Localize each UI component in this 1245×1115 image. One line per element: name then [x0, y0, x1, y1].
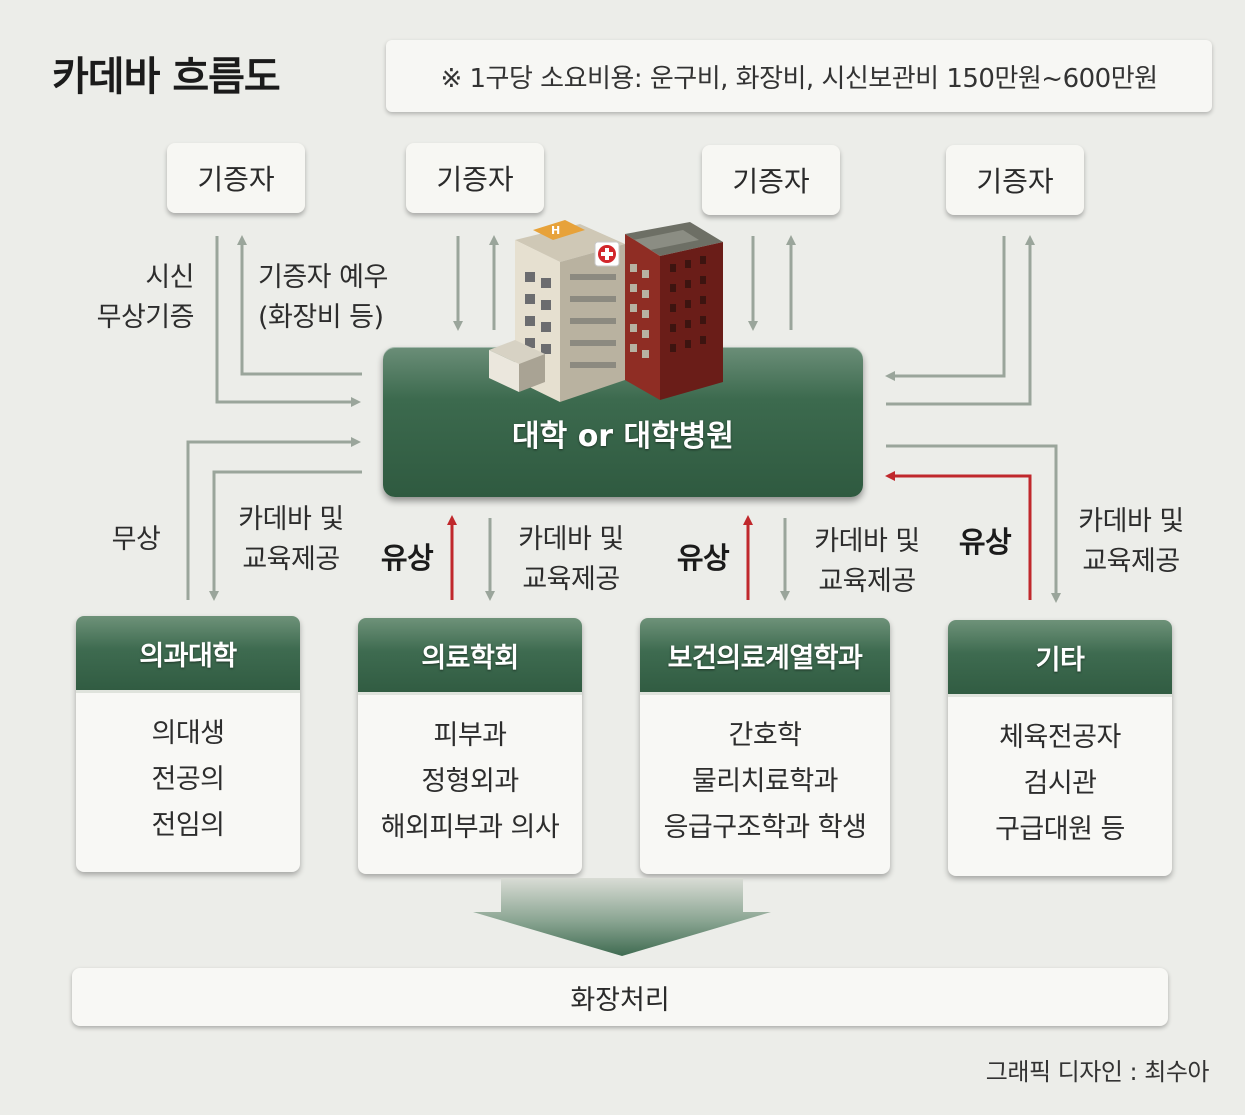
arrow-donor1-to-center: [215, 236, 361, 407]
card-item: 구급대원 등: [995, 814, 1125, 845]
arrow-center-to-donor4: [886, 235, 1035, 406]
label-line: 교육제공: [522, 564, 620, 595]
card-item: 체육전공자: [999, 722, 1121, 753]
card-body: 체육전공자 검시관 구급대원 등: [948, 697, 1172, 853]
page-title: 카데바 흐름도: [52, 54, 281, 100]
arrow-others-paid: [885, 471, 1032, 600]
label-cadaver-edu-3: 카데바 및 교육제공: [802, 522, 932, 602]
down-arrow-icon: [473, 878, 771, 956]
card-item: 응급구조학과 학생: [663, 812, 867, 843]
donor-box-1: 기증자: [167, 143, 305, 213]
university-hospital-box: 대학 or 대학병원: [383, 347, 863, 497]
label-free: 무상: [111, 524, 161, 555]
label-line: 카데바 및: [1078, 506, 1184, 537]
cremation-box: 화장처리: [72, 968, 1168, 1026]
label-paid-2: 유상: [676, 541, 730, 575]
card-item: 전공의: [151, 764, 225, 795]
recipient-card-medical-society: 의료학회 피부과 정형외과 해외피부과 의사: [358, 618, 582, 874]
label-cadaver-edu-2: 카데바 및 교육제공: [506, 520, 636, 600]
recipient-card-others: 기타 체육전공자 검시관 구급대원 등: [948, 620, 1172, 876]
label-line: 기증자 예우: [258, 262, 388, 293]
card-item: 전임의: [151, 810, 225, 841]
label-cadaver-edu-4: 카데바 및 교육제공: [1066, 502, 1196, 582]
donor-box-3: 기증자: [702, 145, 840, 215]
cost-note: ※ 1구당 소요비용: 운구비, 화장비, 시신보관비 150만원~600만원: [386, 40, 1212, 112]
label-cadaver-edu-1: 카데바 및 교육제공: [226, 500, 356, 580]
label-line: 카데바 및: [238, 504, 344, 535]
label-line: 교육제공: [242, 544, 340, 575]
card-header: 보건의료계열학과: [640, 618, 890, 695]
card-body: 피부과 정형외과 해외피부과 의사: [358, 695, 582, 851]
card-item: 검시관: [1023, 768, 1097, 799]
card-body: 의대생 전공의 전임의: [76, 693, 300, 849]
label-line: 카데바 및: [518, 524, 624, 555]
label-donor-courtesy: 기증자 예우 (화장비 등): [258, 258, 408, 338]
arrow-medschool-to-center: [186, 437, 361, 600]
recipient-card-health-depts: 보건의료계열학과 간호학 물리치료학과 응급구조학과 학생: [640, 618, 890, 874]
center-label: 대학 or 대학병원: [512, 419, 734, 454]
arrow-center-to-donor1: [237, 235, 362, 376]
label-line: 무상기증: [96, 302, 195, 333]
card-item: 물리치료학과: [691, 766, 839, 797]
label-line: 카데바 및: [814, 526, 920, 557]
card-item: 피부과: [433, 720, 507, 751]
card-header: 의료학회: [358, 618, 582, 695]
donor-box-4: 기증자: [946, 145, 1084, 215]
label-line: (화장비 등): [258, 302, 384, 333]
label-paid-3: 유상: [958, 525, 1012, 559]
arrow-donor4-to-center: [885, 236, 1006, 381]
label-line: 교육제공: [1082, 546, 1180, 577]
label-paid-1: 유상: [380, 541, 434, 575]
label-body-donation: 시신 무상기증: [70, 258, 195, 338]
card-header: 의과대학: [76, 616, 300, 693]
arrow-center-to-others: [886, 444, 1061, 603]
hospital-building-icon: H: [489, 220, 723, 402]
recipient-card-medical-school: 의과대학 의대생 전공의 전임의: [76, 616, 300, 872]
donor-box-2: 기증자: [406, 143, 544, 213]
svg-text:H: H: [551, 224, 560, 237]
label-line: 교육제공: [818, 566, 916, 597]
label-line: 시신: [145, 262, 194, 293]
graphic-credit: 그래픽 디자인 : 최수아: [985, 1058, 1210, 1086]
card-item: 정형외과: [421, 766, 519, 797]
card-item: 간호학: [728, 720, 802, 751]
card-item: 의대생: [151, 718, 225, 749]
arrow-center-to-medschool: [209, 470, 362, 601]
card-body: 간호학 물리치료학과 응급구조학과 학생: [640, 695, 890, 851]
card-header: 기타: [948, 620, 1172, 697]
card-item: 해외피부과 의사: [380, 812, 560, 843]
